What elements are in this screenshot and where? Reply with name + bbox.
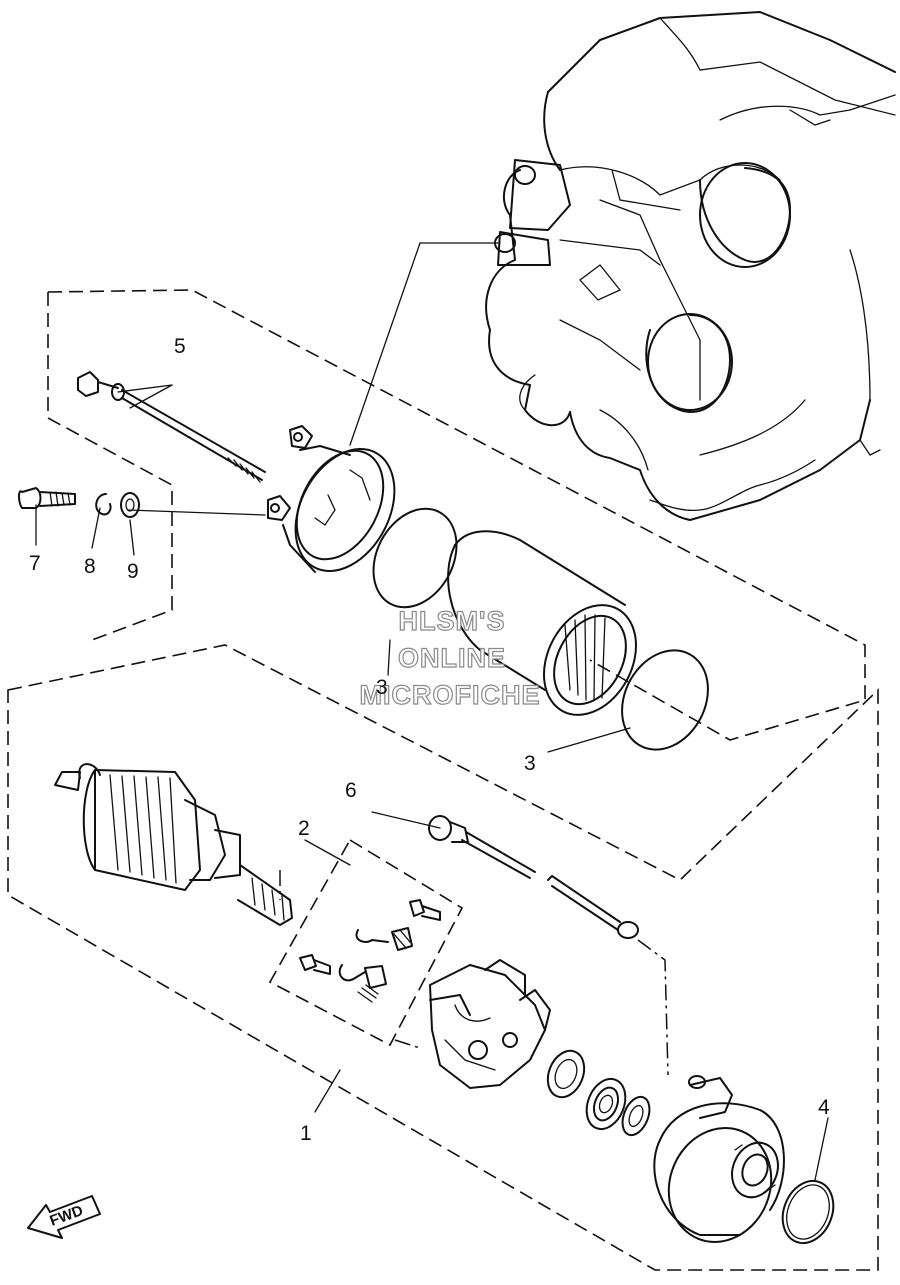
leader-lines [35, 242, 829, 1181]
armature [54, 763, 293, 926]
callout-9: 9 [127, 560, 139, 583]
callout-4: 4 [818, 1096, 830, 1119]
through-bolt [77, 371, 266, 483]
rear-end-cover [653, 1075, 785, 1243]
engine-crankcase [485, 11, 896, 521]
watermark-line-1: HLSM'S [399, 606, 506, 636]
assembly-outline-lower [7, 644, 879, 1271]
brush-plate-housing [429, 959, 551, 1089]
callout-numbers: 1 2 3 3 4 5 6 7 8 9 [29, 335, 830, 1145]
direction-label: FWD [48, 1202, 86, 1230]
bearing [585, 1077, 627, 1131]
yoke-housing [447, 530, 638, 716]
callout-1: 1 [300, 1122, 312, 1145]
assembly-outline-upper [47, 289, 866, 741]
circlip [95, 493, 112, 516]
brush-holder-outline [268, 838, 464, 1047]
watermark-line-2: ONLINE [398, 643, 506, 673]
washer [120, 492, 140, 518]
callout-6: 6 [345, 779, 357, 802]
callout-3-lower: 3 [524, 752, 536, 775]
o-ring-lower [621, 649, 709, 751]
rear-o-ring [781, 1179, 835, 1245]
watermark: HLSM'S ONLINE MICROFICHE [359, 605, 541, 710]
callout-7: 7 [29, 552, 41, 575]
thrust-washer [621, 1095, 651, 1137]
watermark-line-3: MICROFICHE [360, 680, 541, 710]
callout-5: 5 [174, 335, 186, 358]
terminal-lead [428, 815, 639, 939]
front-cover [267, 425, 396, 573]
mounting-bolt [18, 487, 76, 509]
callout-3-upper: 3 [376, 676, 388, 699]
brush-parts [299, 899, 441, 1003]
callout-8: 8 [84, 555, 96, 578]
callout-2: 2 [298, 817, 310, 840]
forward-direction-arrow: FWD [27, 1195, 101, 1239]
o-ring-upper [372, 507, 458, 609]
oil-seal [546, 1049, 586, 1099]
